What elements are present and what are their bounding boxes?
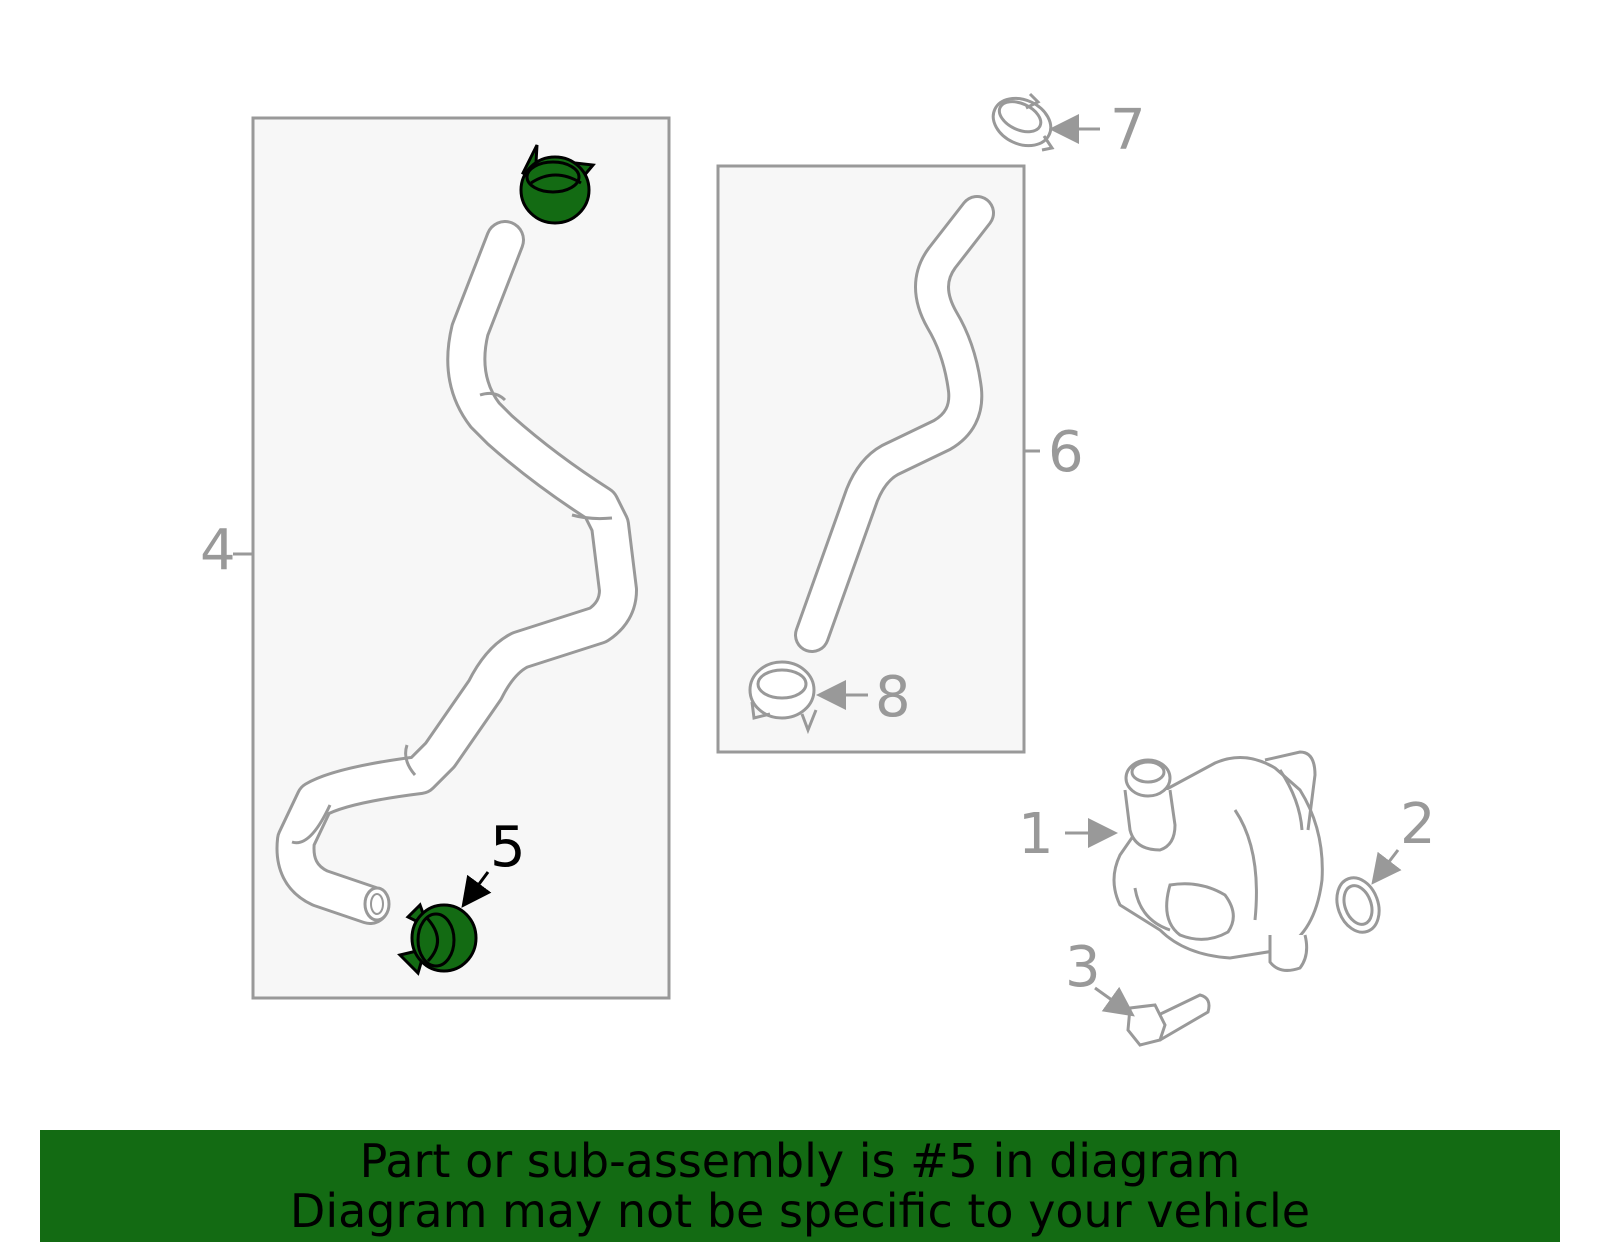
hose-assembly-4[interactable] bbox=[275, 220, 638, 925]
callout-5[interactable]: 5 bbox=[490, 815, 526, 880]
callout-7[interactable]: 7 bbox=[1110, 98, 1146, 163]
bolt-3[interactable] bbox=[1126, 993, 1211, 1047]
hose-6[interactable] bbox=[794, 195, 995, 653]
leader-2 bbox=[1371, 849, 1402, 885]
callout-6[interactable]: 6 bbox=[1048, 420, 1084, 485]
callout-2[interactable]: 2 bbox=[1400, 792, 1436, 857]
seal-ring-2[interactable] bbox=[1330, 872, 1387, 938]
leader-3 bbox=[1094, 986, 1135, 1017]
clamp-5-lower[interactable] bbox=[397, 902, 478, 976]
leader-5 bbox=[461, 871, 492, 908]
info-banner: Part or sub-assembly is #5 in diagram Di… bbox=[40, 1130, 1560, 1242]
oil-cooler-1[interactable] bbox=[1112, 750, 1324, 972]
callout-8[interactable]: 8 bbox=[875, 665, 911, 730]
banner-line-2: Diagram may not be specific to your vehi… bbox=[289, 1184, 1311, 1238]
clamp-8[interactable] bbox=[748, 660, 818, 735]
callout-1[interactable]: 1 bbox=[1018, 802, 1054, 867]
callout-4[interactable]: 4 bbox=[200, 518, 236, 583]
banner-line-1: Part or sub-assembly is #5 in diagram bbox=[359, 1134, 1241, 1188]
clamp-7[interactable] bbox=[986, 89, 1059, 154]
clamp-5-upper[interactable] bbox=[519, 144, 596, 225]
callout-3[interactable]: 3 bbox=[1065, 935, 1101, 1000]
